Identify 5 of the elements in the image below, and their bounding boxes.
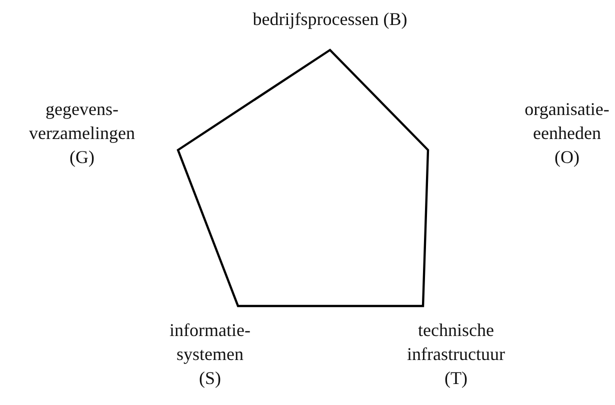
vertex-label: informatie- systemen (S): [170, 319, 250, 390]
vertex-label: technische infrastructuur (T): [407, 319, 505, 390]
vertex-label: bedrijfsprocessen (B): [252, 8, 408, 31]
vertex-label: gegevens- verzamelingen (G): [29, 98, 135, 169]
vertex-label: organisatie- eenheden (O): [524, 98, 610, 169]
